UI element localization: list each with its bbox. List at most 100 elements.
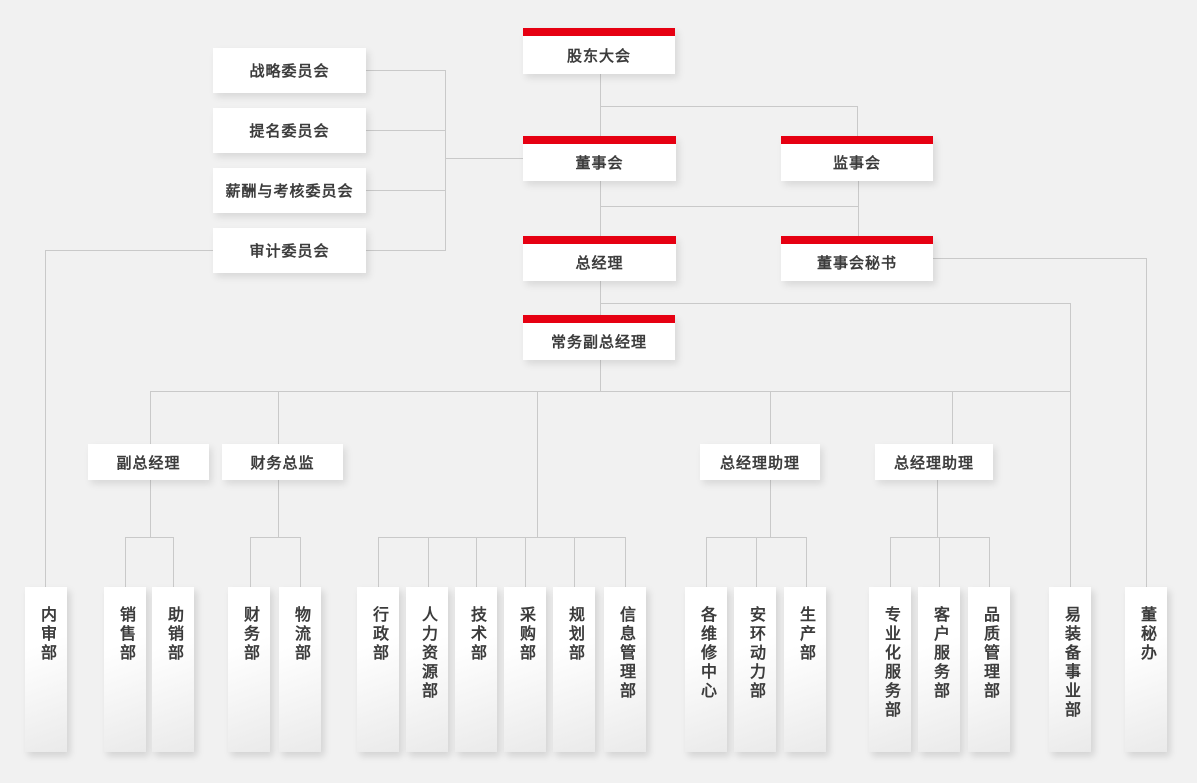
node-label: 总经理助理 — [719, 454, 800, 472]
connector-line — [150, 391, 1070, 392]
connector-line — [250, 537, 300, 538]
dept-procurement: 采购部 — [504, 587, 546, 752]
connector-line — [600, 206, 858, 207]
dept-yi-equipment-division: 易装备事业部 — [1049, 587, 1091, 752]
dept-label: 信息管理部 — [617, 606, 634, 701]
node-label: 薪酬与考核委员会 — [225, 183, 354, 200]
connector-line — [428, 537, 429, 587]
connector-line — [937, 480, 938, 537]
node-strategy-committee: 战略委员会 — [213, 48, 366, 93]
dept-label: 物流部 — [292, 606, 309, 663]
connector-line — [366, 190, 445, 191]
connector-line — [574, 537, 575, 587]
node-label: 审计委员会 — [249, 243, 330, 260]
node-general-manager: 总经理 — [523, 236, 676, 281]
dept-label: 技术部 — [468, 606, 485, 663]
connector-line — [525, 537, 526, 587]
connector-line — [858, 181, 859, 236]
connector-line — [600, 74, 601, 136]
connector-line — [445, 70, 446, 251]
node-label: 总经理 — [575, 255, 624, 272]
connector-line — [857, 106, 858, 136]
connector-line — [537, 391, 538, 537]
connector-line — [173, 537, 174, 587]
connector-line — [278, 391, 279, 444]
connector-line — [300, 537, 301, 587]
connector-line — [1070, 303, 1071, 391]
dept-customer-service: 客户服务部 — [918, 587, 960, 752]
node-shareholders-meeting: 股东大会 — [523, 28, 675, 74]
connector-line — [770, 480, 771, 537]
connector-line — [600, 106, 857, 107]
connector-line — [770, 391, 771, 444]
dept-logistics: 物流部 — [279, 587, 321, 752]
dept-specialized-services: 专业化服务部 — [869, 587, 911, 752]
connector-line — [150, 480, 151, 537]
connector-line — [476, 537, 477, 587]
connector-line — [445, 158, 523, 159]
node-executive-deputy-gm: 常务副总经理 — [523, 315, 675, 360]
connector-line — [890, 537, 891, 587]
dept-maintenance-centers: 各维修中心 — [685, 587, 727, 752]
dept-label: 易装备事业部 — [1062, 606, 1079, 720]
dept-information-management: 信息管理部 — [604, 587, 646, 752]
accent-bar — [523, 315, 675, 323]
connector-line — [250, 537, 251, 587]
connector-line — [600, 181, 601, 236]
dept-safety-environment-power: 安环动力部 — [734, 587, 776, 752]
dept-label: 专业化服务部 — [882, 606, 899, 720]
dept-label: 采购部 — [517, 606, 534, 663]
node-gm-assistant-2: 总经理助理 — [875, 444, 993, 480]
dept-label: 董秘办 — [1138, 606, 1155, 663]
dept-label: 品质管理部 — [981, 606, 998, 701]
accent-bar — [523, 136, 676, 144]
connector-line — [45, 250, 46, 587]
node-label: 副总经理 — [116, 454, 181, 472]
dept-board-secretary-office: 董秘办 — [1125, 587, 1167, 752]
node-audit-committee: 审计委员会 — [213, 228, 366, 273]
node-label: 常务副总经理 — [550, 334, 647, 351]
node-label: 董事会 — [575, 155, 624, 172]
node-label: 财务总监 — [250, 454, 315, 472]
connector-line — [1146, 258, 1147, 587]
node-label: 监事会 — [832, 155, 881, 172]
node-supervisory-board: 监事会 — [781, 136, 933, 181]
dept-label: 财务部 — [241, 606, 258, 663]
dept-finance: 财务部 — [228, 587, 270, 752]
connector-line — [625, 537, 626, 587]
dept-quality-management: 品质管理部 — [968, 587, 1010, 752]
node-label: 总经理助理 — [893, 454, 974, 472]
connector-line — [600, 281, 601, 315]
dept-production: 生产部 — [784, 587, 826, 752]
accent-bar — [523, 236, 676, 244]
connector-line — [366, 130, 445, 131]
connector-line — [806, 537, 807, 587]
connector-line — [150, 391, 151, 444]
connector-line — [378, 537, 379, 587]
dept-label: 助销部 — [165, 606, 182, 663]
node-label: 战略委员会 — [249, 63, 330, 80]
connector-line — [378, 537, 625, 538]
connector-line — [952, 391, 953, 444]
connector-line — [278, 480, 279, 537]
node-label: 董事会秘书 — [816, 255, 897, 272]
connector-line — [125, 537, 126, 587]
dept-label: 人力资源部 — [419, 606, 436, 701]
connector-line — [706, 537, 707, 587]
dept-label: 客户服务部 — [931, 606, 948, 701]
accent-bar — [781, 236, 933, 244]
dept-label: 各维修中心 — [698, 606, 715, 701]
dept-label: 内审部 — [38, 606, 55, 663]
connector-line — [989, 537, 990, 587]
node-nomination-committee: 提名委员会 — [213, 108, 366, 153]
dept-label: 安环动力部 — [747, 606, 764, 701]
dept-sales: 销售部 — [104, 587, 146, 752]
node-deputy-gm: 副总经理 — [88, 444, 209, 480]
dept-label: 行政部 — [370, 606, 387, 663]
connector-line — [45, 250, 213, 251]
connector-line — [600, 360, 601, 391]
accent-bar — [781, 136, 933, 144]
node-label: 提名委员会 — [249, 123, 330, 140]
accent-bar — [523, 28, 675, 36]
connector-line — [933, 258, 1146, 259]
